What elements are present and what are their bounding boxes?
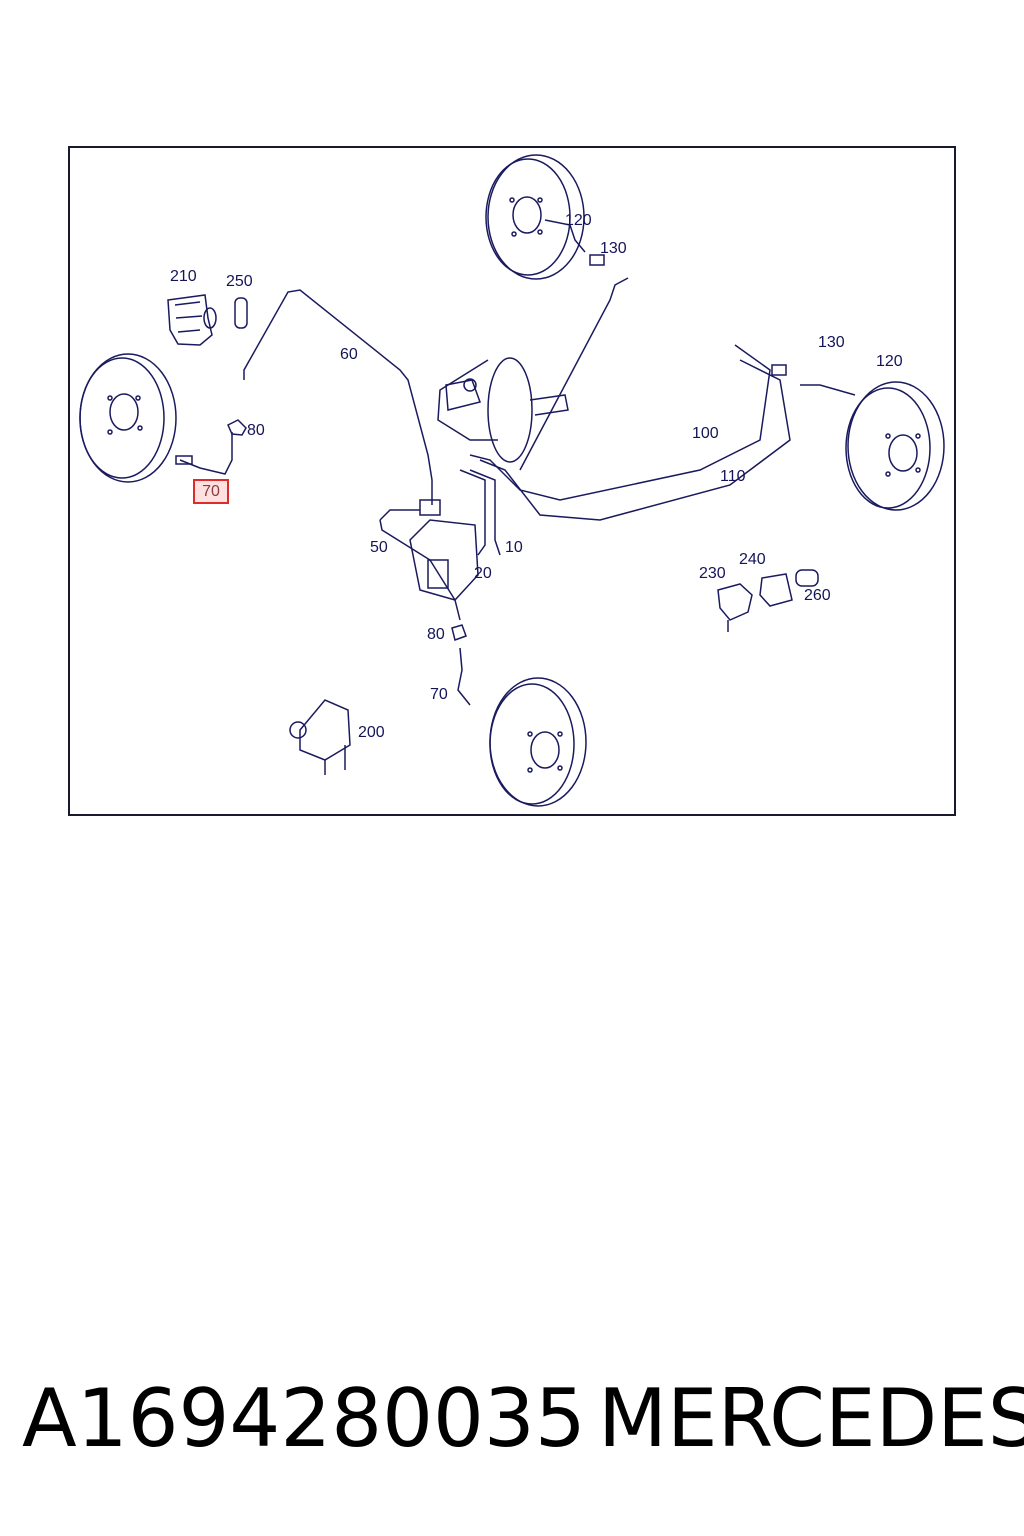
brake-line-20 xyxy=(459,469,486,556)
hose-fitting-left xyxy=(175,455,193,465)
footer: A1694280035 MERCEDES xyxy=(0,1372,1024,1472)
callout-50: 50 xyxy=(370,539,388,556)
brake-line-100 xyxy=(469,344,771,501)
bush-part xyxy=(234,297,248,329)
callout-110: 110 xyxy=(720,468,746,485)
callout-120-top: 120 xyxy=(565,212,592,229)
callout-80-left: 80 xyxy=(247,422,265,439)
brake-line-to-top xyxy=(519,277,629,471)
callout-130-top: 130 xyxy=(600,240,627,257)
brake-line-50 xyxy=(379,519,461,621)
brake-hose-left xyxy=(179,432,233,475)
brake-hose-top xyxy=(544,219,586,253)
callout-20: 20 xyxy=(474,565,492,582)
sensor-group xyxy=(717,569,819,632)
brake-disc-front-right xyxy=(485,154,585,280)
callout-80-bottom: 80 xyxy=(427,626,445,643)
brake-disc-rear-right xyxy=(845,381,945,511)
callout-260: 260 xyxy=(804,587,831,604)
master-cylinder xyxy=(437,357,569,463)
bracket-right xyxy=(771,364,787,376)
clip-bottom xyxy=(451,624,467,641)
bracket-top xyxy=(589,254,605,266)
bracket-200 xyxy=(289,699,351,775)
callout-130-right: 130 xyxy=(818,334,845,351)
clip-left xyxy=(227,419,247,436)
callout-60: 60 xyxy=(340,346,358,363)
callout-250: 250 xyxy=(226,273,253,290)
callout-70-bottom: 70 xyxy=(430,686,448,703)
callout-210: 210 xyxy=(170,268,197,285)
brake-line-110 xyxy=(479,359,791,521)
brake-line-10 xyxy=(469,469,501,556)
brake-hose-bottom xyxy=(457,647,471,706)
highlighted-callout-70[interactable]: 70 xyxy=(193,479,229,504)
part-number: A1694280035 xyxy=(22,1372,586,1465)
callout-200: 200 xyxy=(358,724,385,741)
brake-line-60 xyxy=(243,289,433,505)
callout-230: 230 xyxy=(699,565,726,582)
callout-10: 10 xyxy=(505,539,523,556)
hydraulic-unit xyxy=(379,469,501,621)
brake-caliper-part xyxy=(167,294,217,346)
callout-240: 240 xyxy=(739,551,766,568)
callout-120-right: 120 xyxy=(876,353,903,370)
brake-disc-rear-left xyxy=(489,677,587,807)
brake-line-130-right xyxy=(800,384,856,396)
brake-disc-front-left xyxy=(79,353,177,483)
callout-100: 100 xyxy=(692,425,719,442)
brand-name: MERCEDES xyxy=(598,1372,1024,1465)
